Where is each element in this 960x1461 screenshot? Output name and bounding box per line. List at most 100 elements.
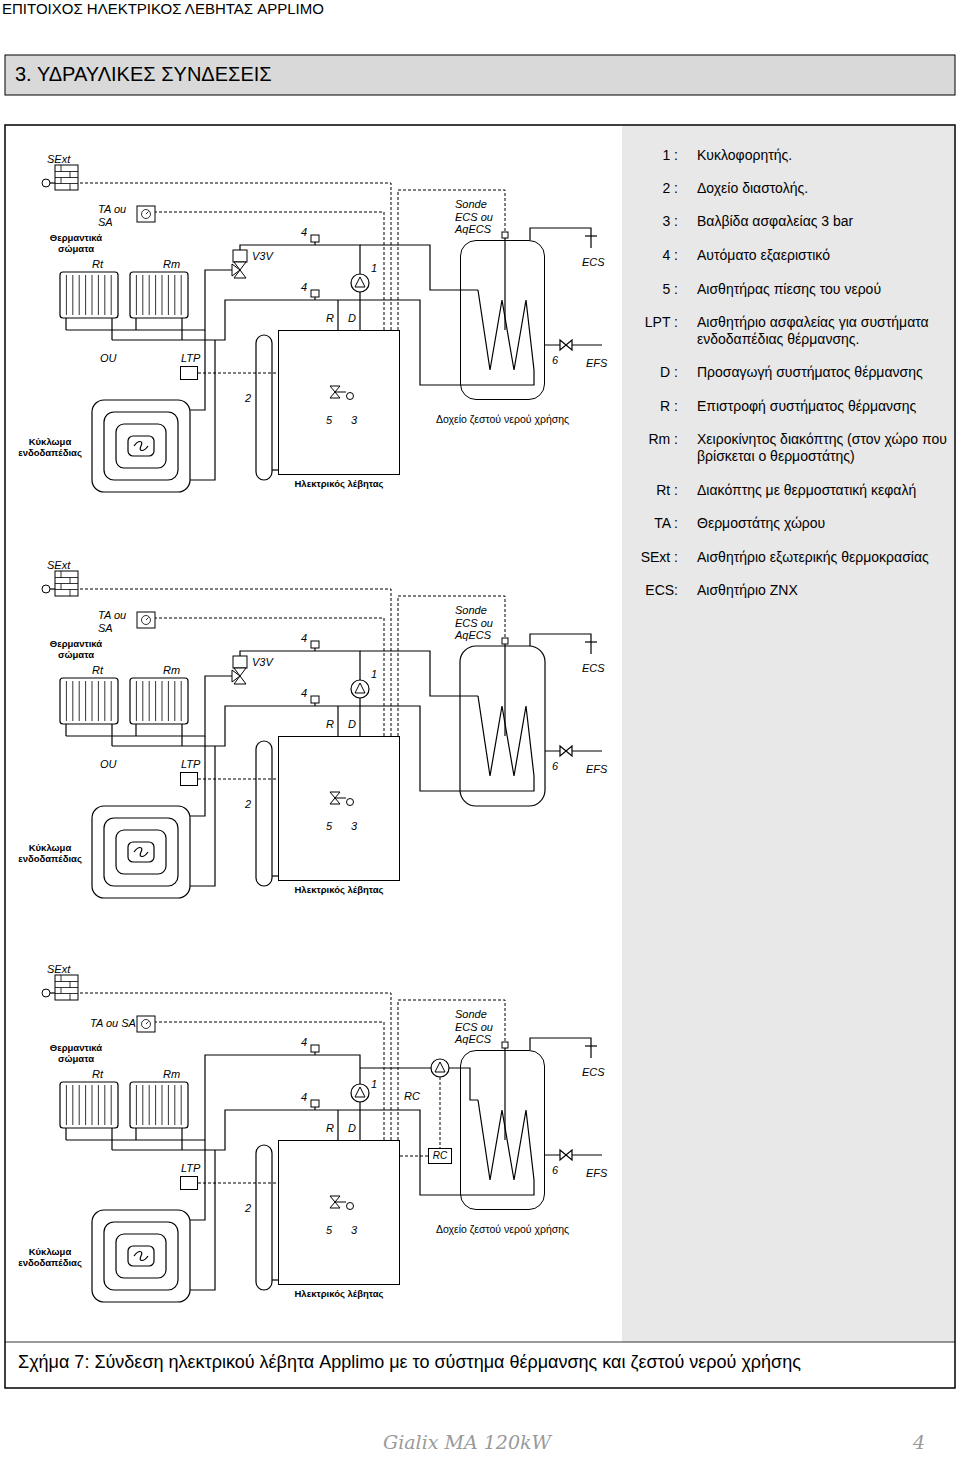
radiator <box>130 272 188 318</box>
boiler-caption: Ηλεκτρικός λέβητας <box>295 885 384 896</box>
thermostat-needle <box>146 618 149 621</box>
callout-label: 1 <box>371 262 377 275</box>
pump-triangle <box>355 1087 365 1097</box>
brick-lines <box>55 165 78 190</box>
legend-description: Διακόπτης με θερμοστατική κεφαλή <box>697 482 949 499</box>
callout-label: D <box>348 718 356 731</box>
expansion-vessel <box>256 335 272 480</box>
callout-label: EFS <box>586 357 607 370</box>
part-label: Κύκλωμα ενδοδαπέδιας <box>14 436 86 459</box>
safety-valve-stem <box>335 798 346 799</box>
valve-actuator <box>233 250 247 262</box>
thermostat-wire <box>155 1022 384 1140</box>
callout-label: Rt <box>92 664 103 677</box>
floor-coil-loop <box>128 842 154 862</box>
air-vent-symbol <box>311 235 319 242</box>
callout-label: ECS <box>582 662 605 675</box>
sensor-label: LTP <box>181 758 200 771</box>
legend-description: Αισθητήριο εξωτερικής θερμοκρασίας <box>697 549 949 566</box>
air-vent-symbol <box>311 1045 319 1052</box>
callout-label: R <box>326 1122 334 1135</box>
sensor-label: LTP <box>181 1162 200 1175</box>
legend-description: Κυκλοφορητής. <box>697 147 949 164</box>
return-riser <box>337 300 338 330</box>
callout-label: TA ou SA <box>90 1017 136 1030</box>
tap-handle <box>585 641 597 642</box>
floor-coil-loop <box>128 436 154 456</box>
callout-label: Rm <box>163 258 180 271</box>
legend-description: Αισθητήριο ZNX <box>697 582 949 599</box>
legend-key: TA : <box>590 515 678 531</box>
tank-probe <box>502 232 508 238</box>
return-riser <box>337 1110 338 1140</box>
callout-label: 2 <box>245 1202 251 1215</box>
page-footer: Gialix MA 120kW <box>383 1432 551 1454</box>
inlet-valve <box>560 1150 572 1160</box>
callout-label: 3 <box>351 820 357 833</box>
boiler-caption: Ηλεκτρικός λέβητας <box>295 1289 384 1300</box>
controller-box: RC <box>428 1148 452 1164</box>
air-vent-symbol <box>311 641 319 648</box>
callout-label: R <box>326 312 334 325</box>
part-label: Θερμαντικά σώματα <box>44 232 108 255</box>
legend-description: Βαλβίδα ασφαλείας 3 bar <box>697 213 949 230</box>
pump-triangle <box>355 277 365 287</box>
thermostat-box <box>137 1016 155 1032</box>
callout-label: EFS <box>586 763 607 776</box>
sensor-lead <box>50 588 55 589</box>
part-label: Κύκλωμα ενδοδαπέδιας <box>14 1246 86 1269</box>
sensor-wire <box>78 589 391 736</box>
outdoor-sensor <box>42 585 50 593</box>
floor-coil-center <box>134 848 148 857</box>
sensor-well <box>504 642 505 736</box>
part-label: Κύκλωμα ενδοδαπέδιας <box>14 842 86 865</box>
hot-water-outlet <box>530 228 591 248</box>
callout-label: 4 <box>301 1036 307 1049</box>
callout-label: 3 <box>351 1224 357 1237</box>
floor-coil-loop <box>128 1246 154 1266</box>
radiator-stubs <box>66 1128 112 1150</box>
section-title: 3. ΥΔΡΑΥΛΙΚΕΣ ΣΥΝΔΕΣΕΙΣ <box>15 63 272 86</box>
sensor-well <box>504 1046 505 1140</box>
radiator <box>130 1082 188 1128</box>
callout-label: Sonde ECS ou AqECS <box>455 604 499 642</box>
return-riser <box>337 706 338 736</box>
callout-label: Rt <box>92 258 103 271</box>
brick-wall <box>55 975 78 1000</box>
radiator-fins <box>136 681 181 721</box>
floor-coil-loop <box>104 412 178 480</box>
boiler-caption: Ηλεκτρικός λέβητας <box>295 479 384 490</box>
sensor-wire <box>78 183 391 330</box>
wire-connector <box>198 779 278 780</box>
tank-caption: Δοχείο ζεστού νερού χρήσης <box>436 413 569 425</box>
floor-coil-loop <box>104 818 178 886</box>
outdoor-sensor <box>42 179 50 187</box>
callout-label: Rm <box>163 664 180 677</box>
outdoor-sensor <box>42 989 50 997</box>
radiator <box>60 272 118 318</box>
floor-coil-loop <box>116 830 166 874</box>
floor-coil-loop <box>92 400 190 492</box>
callout-label: D <box>348 1122 356 1135</box>
callout-label: R <box>326 718 334 731</box>
pump-symbol <box>351 274 369 292</box>
legend-key: LPT : <box>590 314 678 330</box>
pressure-sensor <box>347 1203 354 1210</box>
callout-label: Sonde ECS ou AqECS <box>455 198 499 236</box>
floor-coil-loop <box>92 1210 190 1302</box>
pump-symbol <box>431 1059 449 1077</box>
legend-panel <box>622 126 954 1342</box>
hot-water-tank: Δοχείο ζεστού νερού χρήσης <box>460 1050 545 1210</box>
thermostat-needle <box>146 212 149 215</box>
sensor-box: LTP <box>180 1176 198 1190</box>
callout-label: 6 <box>552 1164 558 1177</box>
pump-symbol <box>351 680 369 698</box>
callout-label: 6 <box>552 354 558 367</box>
radiator-fins <box>66 1085 111 1125</box>
tank-coil <box>478 1100 534 1180</box>
tank-caption: Δοχείο ζεστού νερού χρήσης <box>436 1223 569 1235</box>
callout-label: 4 <box>301 687 307 700</box>
callout-label: 5 <box>326 820 332 833</box>
pump-symbol <box>351 1084 369 1102</box>
legend-description: Χειροκίνητος διακόπτης (στον χώρο που βρ… <box>697 431 949 465</box>
